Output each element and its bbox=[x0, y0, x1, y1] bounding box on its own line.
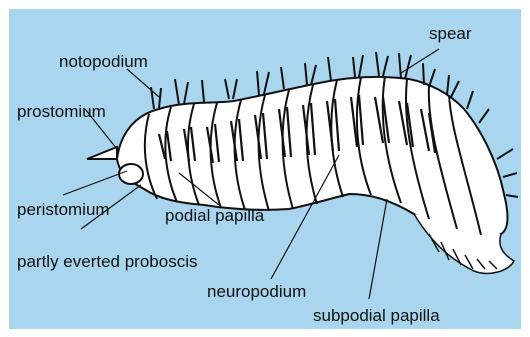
label-peristomium: peristomium bbox=[17, 201, 110, 218]
label-subpodial-papilla: subpodial papilla bbox=[313, 307, 440, 324]
label-prostomium: prostomium bbox=[17, 103, 106, 120]
leader-peristomium bbox=[63, 171, 127, 195]
proboscis bbox=[119, 164, 143, 184]
leader-subpodial-papilla bbox=[369, 199, 387, 299]
label-spear: spear bbox=[429, 25, 472, 42]
label-notopodium: notopodium bbox=[59, 53, 148, 70]
label-neuropodium: neuropodium bbox=[207, 283, 306, 300]
label-partly-everted-proboscis: partly everted proboscis bbox=[17, 253, 197, 270]
prostomium-tip bbox=[87, 147, 117, 159]
diagram-panel: notopodium prostomium peristomium podial… bbox=[9, 9, 521, 329]
leader-spear bbox=[401, 49, 439, 73]
label-podial-papilla: podial papilla bbox=[165, 207, 264, 224]
leader-notopodium bbox=[127, 69, 159, 97]
